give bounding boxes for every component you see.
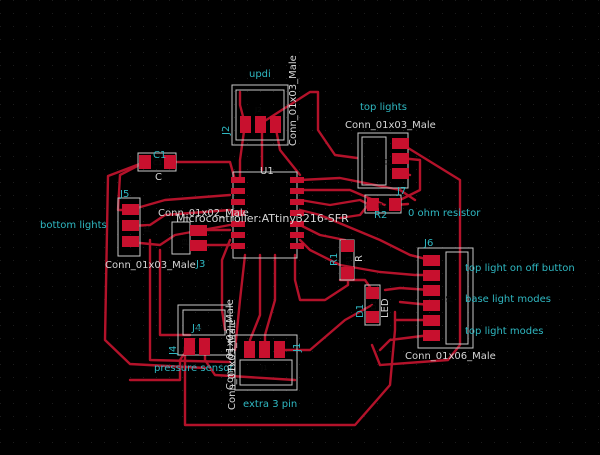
d1-pad-2[interactable] xyxy=(366,311,379,323)
j2-pad-2[interactable] xyxy=(255,116,266,133)
j6-pad-5[interactable] xyxy=(423,315,440,326)
j2-pad-1[interactable] xyxy=(240,116,251,133)
u1-pin-left-1[interactable] xyxy=(231,177,245,183)
j5-value: Conn_01x03_Male xyxy=(105,260,196,271)
c1-pad-text: C1 xyxy=(153,159,162,167)
j4-pad-2[interactable] xyxy=(199,338,210,355)
d1-ref-vert: D1 xyxy=(355,304,366,318)
top-light-modes-label: top light modes xyxy=(465,326,543,337)
j1-ref-vert: J1 xyxy=(292,343,303,353)
j2-pad-text: J2 xyxy=(254,106,262,114)
r2-pad-2[interactable] xyxy=(389,198,401,211)
j7-pad-3[interactable] xyxy=(392,168,409,179)
pressure-sensor-label: pressure sensor xyxy=(154,363,234,374)
conn-01x03-updi-vert: Conn_01x03_Male xyxy=(288,55,299,146)
u1-pin-right-1[interactable] xyxy=(290,177,304,183)
j1-pad-3[interactable] xyxy=(274,341,285,358)
c1-ref: C1 xyxy=(153,150,166,161)
ohm-resistor-label: 0 ohm resistor xyxy=(408,208,481,219)
u1-pin-right-3[interactable] xyxy=(290,199,304,205)
conn-01x03-top-label: Conn_01x03_Male xyxy=(345,120,436,131)
r1-pad-text-vert: R1 xyxy=(345,256,353,265)
top-lights-label: top lights xyxy=(360,102,407,113)
d1-pad-text-vert: D1 xyxy=(370,300,378,310)
j4-value-vert: Conn_01x02_Male xyxy=(225,299,236,390)
j6-pad-3[interactable] xyxy=(423,285,440,296)
u1-pin-left-4[interactable] xyxy=(231,210,245,216)
j6-pad-6[interactable] xyxy=(423,330,440,341)
u1-pin-right-4[interactable] xyxy=(290,210,304,216)
j3-pad-text-vert: J3 xyxy=(181,238,189,246)
j5-ref: J5 xyxy=(119,189,129,200)
updi-label: updi xyxy=(249,69,271,80)
j7-ref: J7 xyxy=(396,186,406,197)
r1-ref-vert: R1 xyxy=(329,253,340,266)
u1-pin-right-7[interactable] xyxy=(290,243,304,249)
j7-pad-text-vert: J7 xyxy=(384,158,392,166)
led-label-vert: LED xyxy=(380,298,391,318)
j4-ref: J4 xyxy=(191,323,201,334)
r2-pad-text: R2 xyxy=(378,202,387,210)
j6-ref: J6 xyxy=(423,238,433,249)
j4-ref-vert: J4 xyxy=(168,346,179,356)
u1-pin-right-6[interactable] xyxy=(290,232,304,238)
j3-pad-2[interactable] xyxy=(190,240,207,251)
r2-ref: R2 xyxy=(374,210,387,221)
j3-value: Conn_01x02_Male xyxy=(158,208,249,219)
j4-pad-text: J4 xyxy=(195,325,203,333)
j7-pad-2[interactable] xyxy=(392,153,409,164)
j4-pad-1[interactable] xyxy=(184,338,195,355)
extra-3pin-label: extra 3 pin xyxy=(243,399,297,410)
r2-pad-1[interactable] xyxy=(367,198,379,211)
j2-pad-3[interactable] xyxy=(270,116,281,133)
base-light-modes-label: base light modes xyxy=(465,294,551,305)
j2-ref-vert: J2 xyxy=(221,126,232,136)
j7-pad-1[interactable] xyxy=(392,138,409,149)
j3-ref: J3 xyxy=(195,259,205,270)
u1-ref: U1 xyxy=(260,166,274,177)
c1-pad-2[interactable] xyxy=(164,155,176,169)
d1-pad-1[interactable] xyxy=(366,287,379,299)
u1-pin-left-3[interactable] xyxy=(231,199,245,205)
u1-value: Microcontroller:ATtiny3216-SFR xyxy=(176,212,349,225)
r1-value-vert: R xyxy=(354,255,365,262)
j5-pad-3[interactable] xyxy=(122,236,139,247)
u1-pin-right-2[interactable] xyxy=(290,188,304,194)
j6-pad-4[interactable] xyxy=(423,300,440,311)
u1-pin-left-7[interactable] xyxy=(231,243,245,249)
j5-pad-2[interactable] xyxy=(122,220,139,231)
r1-pad-2[interactable] xyxy=(341,267,354,279)
j1-pad-1[interactable] xyxy=(244,341,255,358)
j1-value-vert: Conn_01x03_Male xyxy=(227,319,238,410)
u1-pin-left-5[interactable] xyxy=(231,221,245,227)
j6-value: Conn_01x06_Male xyxy=(405,351,496,362)
j6-pad-text-vert: J6 xyxy=(445,295,453,303)
j5-pad-text-vert: J5 xyxy=(143,225,151,233)
u1-pin-right-5[interactable] xyxy=(290,221,304,227)
u1-pin-left-6[interactable] xyxy=(231,232,245,238)
j3-pad-1[interactable] xyxy=(190,225,207,236)
u1-pin-left-2[interactable] xyxy=(231,188,245,194)
top-light-onoff-label: top light on off button xyxy=(465,263,575,274)
c1-pad-1[interactable] xyxy=(139,155,151,169)
bottom-lights-label: bottom lights xyxy=(40,220,107,231)
j1-pad-2[interactable] xyxy=(259,341,270,358)
c1-value: C xyxy=(155,172,162,183)
j6-pad-2[interactable] xyxy=(423,270,440,281)
r1-pad-1[interactable] xyxy=(341,240,354,252)
j1-pad-text: J1 xyxy=(260,364,268,372)
j6-pad-1[interactable] xyxy=(423,255,440,266)
j5-pad-1[interactable] xyxy=(122,204,139,215)
